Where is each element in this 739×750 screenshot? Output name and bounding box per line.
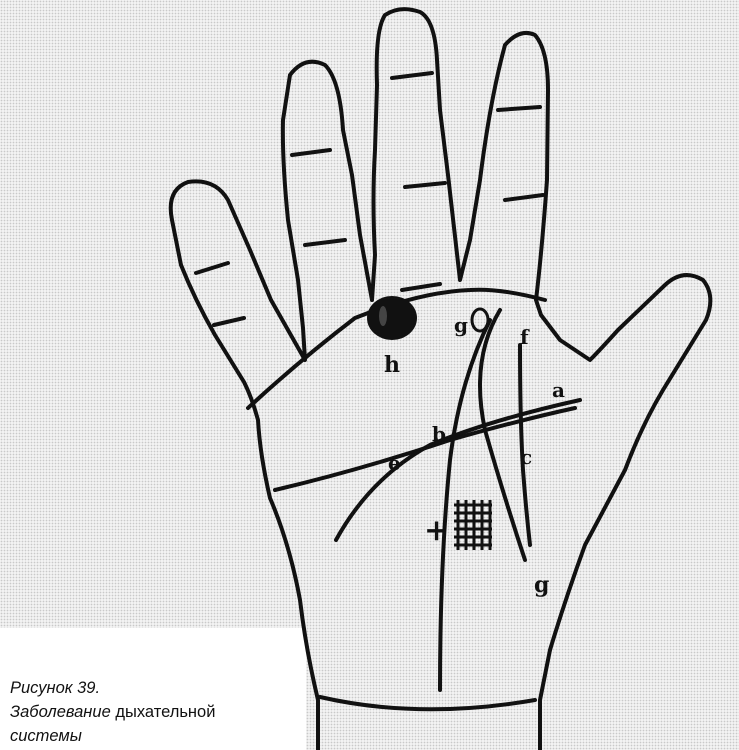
spot-highlight [379,306,387,326]
label-c: c [520,445,532,469]
caption-number: Рисунок 39. [10,676,310,700]
wrist-crease [320,697,535,709]
label-b: b [432,422,446,446]
caption-title: Заболевание дыхательной [10,700,310,724]
label-g-upper: g [454,313,468,337]
label-g-lower: g [534,572,549,598]
label-a: a [552,378,565,402]
caption-title-line2: системы [10,724,310,748]
label-plus: + [424,513,449,548]
label-h: h [384,352,400,378]
black-spot-mark [367,296,417,340]
label-e: e [388,451,401,475]
figure-caption: Рисунок 39. Заболевание дыхательной сист… [10,676,310,748]
label-o-mark [472,309,488,331]
grid-mark [454,500,492,550]
label-f: f [520,325,530,349]
